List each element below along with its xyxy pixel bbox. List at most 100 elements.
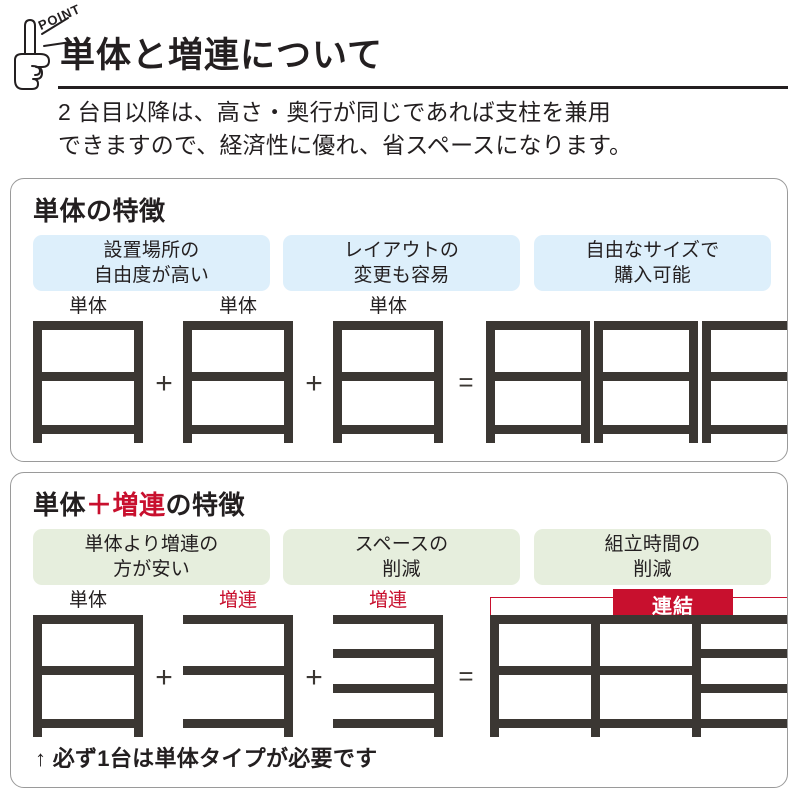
pill-line-2: 削減: [633, 559, 672, 580]
rack-post-right: [134, 321, 143, 443]
rack-unit-label: 増連: [368, 590, 407, 611]
section-title-part-1: 単体: [33, 490, 87, 520]
rack-result-single-1: [486, 321, 590, 443]
rack-graphic-standalone: [702, 321, 787, 443]
operator-equals: =: [458, 367, 474, 397]
section-title-plus: ＋: [86, 490, 113, 520]
rack-graphic-standalone: [333, 321, 443, 443]
benefit-pill: 単体より増連の 方が安い: [33, 529, 270, 585]
operator-plus: +: [155, 661, 173, 694]
rack-graphic-standalone: [33, 615, 143, 737]
rack-beam-bottom: [702, 425, 787, 434]
rack-beam-top: [333, 615, 443, 624]
rack-graphic-standalone: [33, 321, 143, 443]
rack-result-single-2: [594, 321, 698, 443]
rack-post-left: [486, 321, 495, 443]
benefit-pill: スペースの 削減: [283, 529, 520, 585]
pointing-hand-icon: [8, 12, 106, 90]
operator-plus: +: [305, 367, 323, 400]
rack-post-left: [183, 321, 192, 443]
rack-beam-top: [33, 321, 143, 330]
rack-post-right: [134, 615, 143, 737]
benefit-pill-group-combo: 単体より増連の 方が安い スペースの 削減 組立時間の 削減: [33, 529, 771, 585]
pill-line-1: スペースの: [354, 533, 449, 555]
pill-line-1: 設置場所の: [103, 239, 200, 261]
pill-line-2: 削減: [382, 559, 421, 580]
rack-unit-label: 単体: [68, 296, 107, 317]
rack-beam-middle: [33, 666, 143, 675]
rack-beam-bottom: [594, 425, 698, 434]
rack-beam-bottom: [333, 425, 443, 434]
benefit-pill: 自由なサイズで 購入可能: [534, 235, 771, 291]
rack-beam-bottom: [33, 719, 143, 728]
pill-line-2: 方が安い: [113, 559, 190, 580]
pill-line-1: 組立時間の: [604, 533, 701, 555]
rack-beam-bottom: [486, 425, 590, 434]
rack-unit-label: 増連: [218, 590, 257, 611]
rack-beam-top: [702, 321, 787, 330]
rack-post-shared-2: [692, 615, 701, 737]
rack-beam-top: [486, 321, 590, 330]
operator-equals: =: [458, 661, 474, 691]
rack-post-right: [284, 615, 293, 737]
pill-line-2: 購入可能: [614, 265, 691, 286]
benefit-pill: 組立時間の 削減: [534, 529, 771, 585]
rack-post-right: [284, 321, 293, 443]
rack-beam-bottom: [183, 425, 293, 434]
pill-line-2: 変更も容易: [353, 265, 450, 286]
rack-post-right: [434, 615, 443, 737]
rack-beam-shelf-2: [333, 684, 443, 693]
rack-post-right: [434, 321, 443, 443]
rack-beam-bottom: [333, 719, 443, 728]
equation-diagram-single: 単体 + 単体: [33, 297, 787, 461]
rack-result-linked: [490, 615, 787, 737]
benefit-pill: レイアウトの 変更も容易: [283, 235, 520, 291]
rack-beam-middle: [594, 372, 698, 381]
rack-unit-label: 単体: [218, 296, 257, 317]
section-title-part-3: の特徴: [165, 490, 246, 520]
rack-graphic-addon: [183, 615, 293, 737]
operator-plus: +: [155, 367, 173, 400]
rack-unit-label: 単体: [68, 590, 107, 611]
rack-post-shared-1: [591, 615, 600, 737]
rack-beam-middle: [33, 372, 143, 381]
lead-line-1: 2 台目以降は、高さ・奥行が同じであれば支柱を兼用: [58, 99, 611, 125]
rack-post-right: [689, 321, 698, 443]
rack-unit-single-1: 単体: [33, 297, 143, 443]
rack-beam-bay-3-shelf-1: [692, 649, 787, 658]
rack-beam-bottom: [183, 719, 293, 728]
rack-beam-top: [183, 321, 293, 330]
rack-beam-middle: [702, 372, 787, 381]
section-title-part-2: 増連: [112, 490, 166, 520]
lead-line-2: できますので、経済性に優れ、省スペースになります。: [58, 131, 633, 158]
rack-unit-single-3: 単体: [333, 297, 443, 443]
rack-unit-label: 単体: [368, 296, 407, 317]
rack-beam-top: [33, 615, 143, 624]
rack-beam-top: [594, 321, 698, 330]
rack-beam-middle: [486, 372, 590, 381]
rack-unit-combo-standalone: 単体: [33, 591, 143, 737]
pill-line-1: 自由なサイズで: [585, 239, 720, 261]
rack-graphic-addon: [333, 615, 443, 737]
footnote-required-standalone: ↑ 必ず1台は単体タイプが必要です: [35, 746, 378, 771]
rack-beam-middle-bay-1-2: [490, 666, 701, 675]
rack-beam-middle: [183, 666, 293, 675]
rack-post-left: [490, 615, 499, 737]
title-divider: [58, 86, 788, 89]
rack-post-left: [33, 615, 42, 737]
rack-post-left: [33, 321, 42, 443]
rack-beam-top: [333, 321, 443, 330]
rack-beam-bay-3-shelf-2: [692, 684, 787, 693]
pill-line-1: 単体より増連の: [84, 533, 219, 555]
rack-graphic-standalone: [594, 321, 698, 443]
rack-post-left: [702, 321, 711, 443]
section-single-features: 単体の特徴 設置場所の 自由度が高い レイアウトの 変更も容易 自由なサイズで …: [10, 178, 788, 462]
page-title: 単体と増連について: [60, 36, 383, 75]
rack-post-left: [333, 321, 342, 443]
benefit-pill-group-single: 設置場所の 自由度が高い レイアウトの 変更も容易 自由なサイズで 購入可能: [33, 235, 771, 291]
benefit-pill: 設置場所の 自由度が高い: [33, 235, 270, 291]
rack-unit-combo-addon-1: 増連: [183, 591, 293, 737]
rack-beam-middle: [333, 372, 443, 381]
rack-unit-single-2: 単体: [183, 297, 293, 443]
